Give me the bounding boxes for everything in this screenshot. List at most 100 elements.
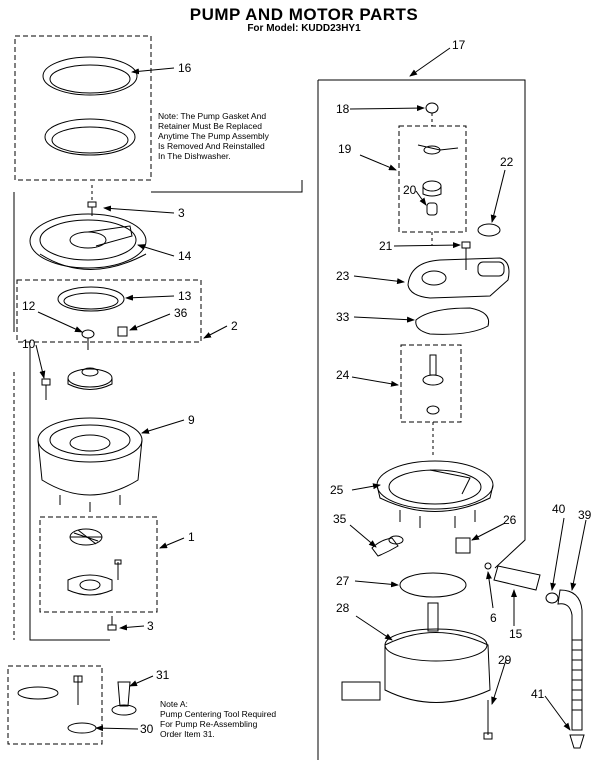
ring-22 — [477, 223, 501, 237]
leader-16 — [131, 67, 175, 75]
hose-end-41 — [569, 734, 585, 749]
leader-9 — [141, 419, 185, 434]
callout-6: 6 — [490, 611, 497, 625]
callout-23: 23 — [336, 269, 350, 283]
leader-28 — [355, 615, 393, 641]
callout-1: 1 — [188, 530, 195, 544]
pump-kit-box — [16, 279, 202, 343]
screw-21 — [461, 241, 471, 270]
pump-housing — [37, 417, 143, 512]
leader-40 — [550, 517, 565, 591]
callout-33: 33 — [336, 310, 350, 324]
valve-19 — [417, 144, 459, 155]
leader-3a — [103, 205, 175, 214]
leader-21 — [393, 242, 461, 249]
callout-17: 17 — [452, 38, 466, 52]
callout-25: 25 — [330, 483, 344, 497]
motor-assembly-outline — [318, 79, 526, 569]
gasket-note: Note: The Pump Gasket And Retainer Must … — [158, 111, 269, 161]
leader-2 — [203, 325, 228, 339]
pump-ring — [57, 286, 125, 312]
centering-tool-note: Note A: Pump Centering Tool Required For… — [160, 699, 277, 739]
callout-3-bottom: 3 — [147, 619, 154, 633]
callout-35: 35 — [333, 512, 347, 526]
leader-29 — [491, 659, 507, 705]
callout-29: 29 — [498, 653, 512, 667]
spacer-36 — [117, 326, 128, 337]
leader-12 — [37, 311, 83, 333]
leader-6 — [485, 571, 494, 609]
screw-29 — [483, 700, 493, 740]
motor-mount-25 — [376, 460, 494, 528]
block-26 — [455, 537, 471, 554]
seal-kit-box — [400, 344, 462, 423]
callout-3-top: 3 — [178, 206, 185, 220]
callout-9: 9 — [188, 413, 195, 427]
leader-18 — [349, 105, 425, 112]
gasket-33 — [415, 307, 490, 335]
disc-27 — [399, 572, 467, 598]
callout-20: 20 — [403, 183, 417, 197]
leader-3b — [119, 624, 145, 631]
callout-24: 24 — [336, 368, 350, 382]
centering-tool — [17, 675, 137, 734]
callout-27: 27 — [336, 574, 350, 588]
page-title: PUMP AND MOTOR PARTS — [189, 5, 419, 24]
valve-kit-box — [398, 125, 467, 233]
leader-1 — [159, 537, 185, 549]
leader-22 — [490, 169, 506, 223]
callout-31: 31 — [156, 668, 170, 682]
leader-10 — [35, 344, 46, 379]
clamp-40 — [545, 592, 559, 604]
callout-21: 21 — [379, 239, 393, 253]
leader-41 — [544, 695, 571, 731]
callout-36: 36 — [174, 306, 188, 320]
plate-23 — [407, 257, 510, 299]
dashed-group-boxes — [7, 35, 467, 745]
callout-40: 40 — [552, 502, 566, 516]
leader-20 — [415, 190, 427, 206]
leader-35 — [349, 524, 377, 548]
leader-24 — [351, 376, 399, 387]
spring-20 — [422, 180, 442, 216]
leader-14 — [137, 244, 175, 257]
filter-kit-box — [39, 516, 158, 613]
motor-28 — [341, 602, 491, 703]
leader-26 — [471, 522, 506, 541]
seal-24 — [422, 354, 444, 415]
callout-39: 39 — [578, 508, 592, 522]
leader-17 — [409, 47, 451, 77]
leader-19 — [359, 154, 397, 171]
gasket-rings — [42, 56, 138, 156]
leader-13 — [125, 294, 175, 301]
pump-cover — [29, 213, 147, 270]
leader-39 — [570, 519, 587, 591]
callout-10: 10 — [22, 337, 36, 351]
hose-35 — [371, 537, 399, 557]
callout-26: 26 — [503, 513, 517, 527]
fitting-15 — [493, 565, 541, 591]
callout-30: 30 — [140, 722, 154, 736]
filter-assembly — [67, 528, 122, 596]
callout-16: 16 — [178, 61, 192, 75]
screw-3-bottom — [107, 616, 117, 631]
washer-6 — [484, 562, 492, 570]
cap-18 — [425, 102, 439, 114]
impeller — [67, 367, 113, 390]
leader-31 — [129, 675, 154, 687]
callout-13: 13 — [178, 289, 192, 303]
screw-10 — [41, 378, 51, 400]
callout-22: 22 — [500, 155, 514, 169]
callout-41: 41 — [531, 687, 545, 701]
callout-15: 15 — [509, 627, 523, 641]
callout-28: 28 — [336, 601, 350, 615]
callout-19: 19 — [338, 142, 352, 156]
callout-12: 12 — [22, 299, 36, 313]
drain-hose-39 — [557, 589, 583, 731]
callout-14: 14 — [178, 249, 192, 263]
leader-33 — [353, 316, 415, 323]
callout-18: 18 — [336, 102, 350, 116]
leader-25 — [351, 483, 381, 491]
